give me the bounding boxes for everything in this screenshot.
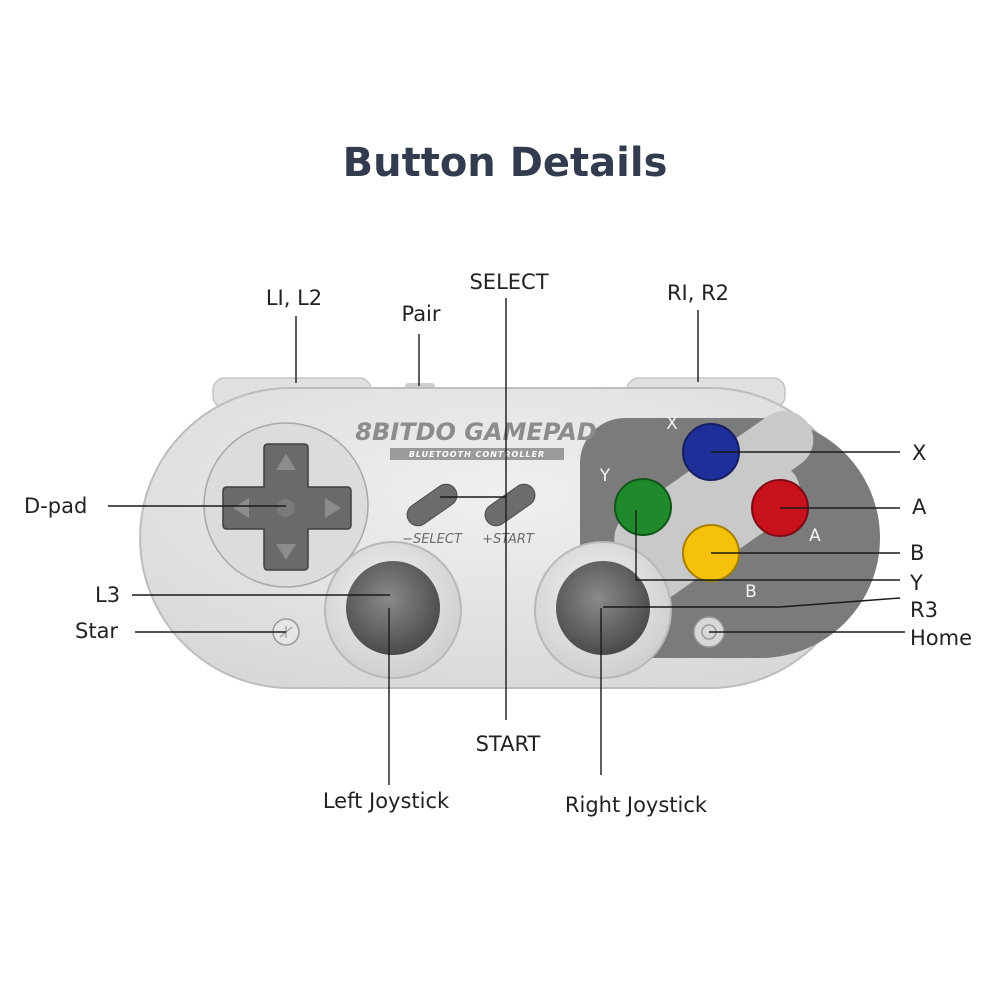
face-letter-x: X: [666, 414, 678, 434]
dpad-right-arrow-icon: [325, 498, 341, 518]
leader-lines: [108, 298, 905, 785]
page-title: Button Details: [343, 140, 668, 186]
label-star: Star: [75, 619, 118, 643]
brand-subtitle: BLUETOOTH CONTROLLER: [409, 450, 545, 459]
label-r3: R3: [910, 598, 938, 622]
start-caption: +START: [482, 532, 535, 547]
label-r1-r2: RI, R2: [667, 281, 729, 305]
label-pair: Pair: [401, 302, 440, 326]
leader-r3: [603, 597, 901, 608]
label-home: Home: [910, 626, 972, 650]
face-letter-b: B: [745, 582, 757, 602]
dpad-center: [277, 499, 295, 517]
select-button: [406, 483, 458, 527]
dpad-down-arrow-icon: [276, 544, 296, 560]
y-button: [614, 478, 672, 536]
leader-y: [635, 510, 900, 581]
face-letter-y: Y: [599, 466, 611, 486]
brand-subtitle-bar: [390, 448, 564, 460]
label-l3: L3: [95, 583, 120, 607]
brand-logo: 8BITDO GAMEPAD: [355, 418, 596, 446]
label-select: SELECT: [469, 270, 548, 294]
label-x: X: [912, 441, 926, 465]
right-joystick: [556, 561, 650, 655]
label-left-joystick: Left Joystick: [323, 789, 450, 813]
face-button-groove-upper: [614, 410, 814, 568]
left-joystick: [346, 561, 440, 655]
label-l1-l2: LI, L2: [266, 286, 322, 310]
dpad-left-arrow-icon: [233, 498, 249, 518]
label-start: START: [476, 732, 541, 756]
label-y: Y: [909, 571, 923, 595]
start-button: [484, 483, 536, 527]
label-a: A: [912, 495, 927, 519]
label-dpad: D-pad: [24, 494, 87, 518]
select-caption: −SELECT: [402, 532, 463, 547]
dpad-up-arrow-icon: [276, 454, 296, 470]
label-right-joystick: Right Joystick: [565, 793, 708, 817]
label-b: B: [910, 541, 924, 565]
face-letter-a: A: [809, 526, 821, 546]
